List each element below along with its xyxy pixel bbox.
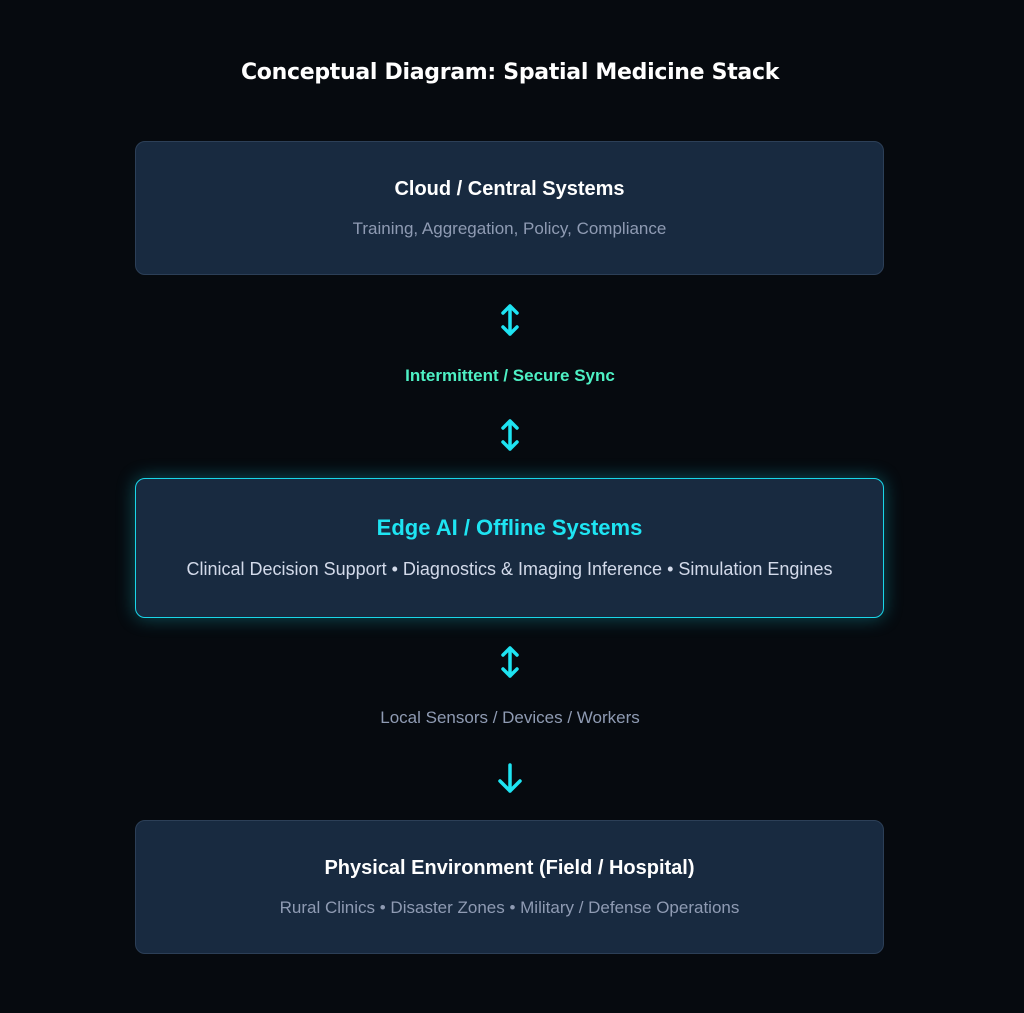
- bidirectional-arrow-icon: [501, 304, 519, 336]
- sync-label: Intermittent / Secure Sync: [405, 366, 615, 385]
- physical-layer-subtitle: Rural Clinics • Disaster Zones • Militar…: [279, 898, 740, 917]
- local-devices-label: Local Sensors / Devices / Workers: [380, 708, 640, 727]
- edge-layer-box: Edge AI / Offline Systems Clinical Decis…: [135, 478, 884, 618]
- down-arrow-icon: [498, 763, 522, 793]
- edge-layer-title: Edge AI / Offline Systems: [376, 515, 643, 540]
- physical-layer-title: Physical Environment (Field / Hospital): [324, 857, 695, 879]
- physical-layer-box: Physical Environment (Field / Hospital) …: [135, 820, 884, 954]
- bidirectional-arrow-icon: [501, 646, 519, 678]
- cloud-layer-subtitle: Training, Aggregation, Policy, Complianc…: [352, 219, 667, 238]
- bidirectional-arrow-icon: [501, 419, 519, 451]
- edge-layer-subtitle: Clinical Decision Support • Diagnostics …: [186, 559, 833, 579]
- cloud-layer-box: Cloud / Central Systems Training, Aggreg…: [135, 141, 884, 275]
- diagram-title: Conceptual Diagram: Spatial Medicine Sta…: [240, 60, 780, 85]
- cloud-layer-title: Cloud / Central Systems: [394, 178, 625, 200]
